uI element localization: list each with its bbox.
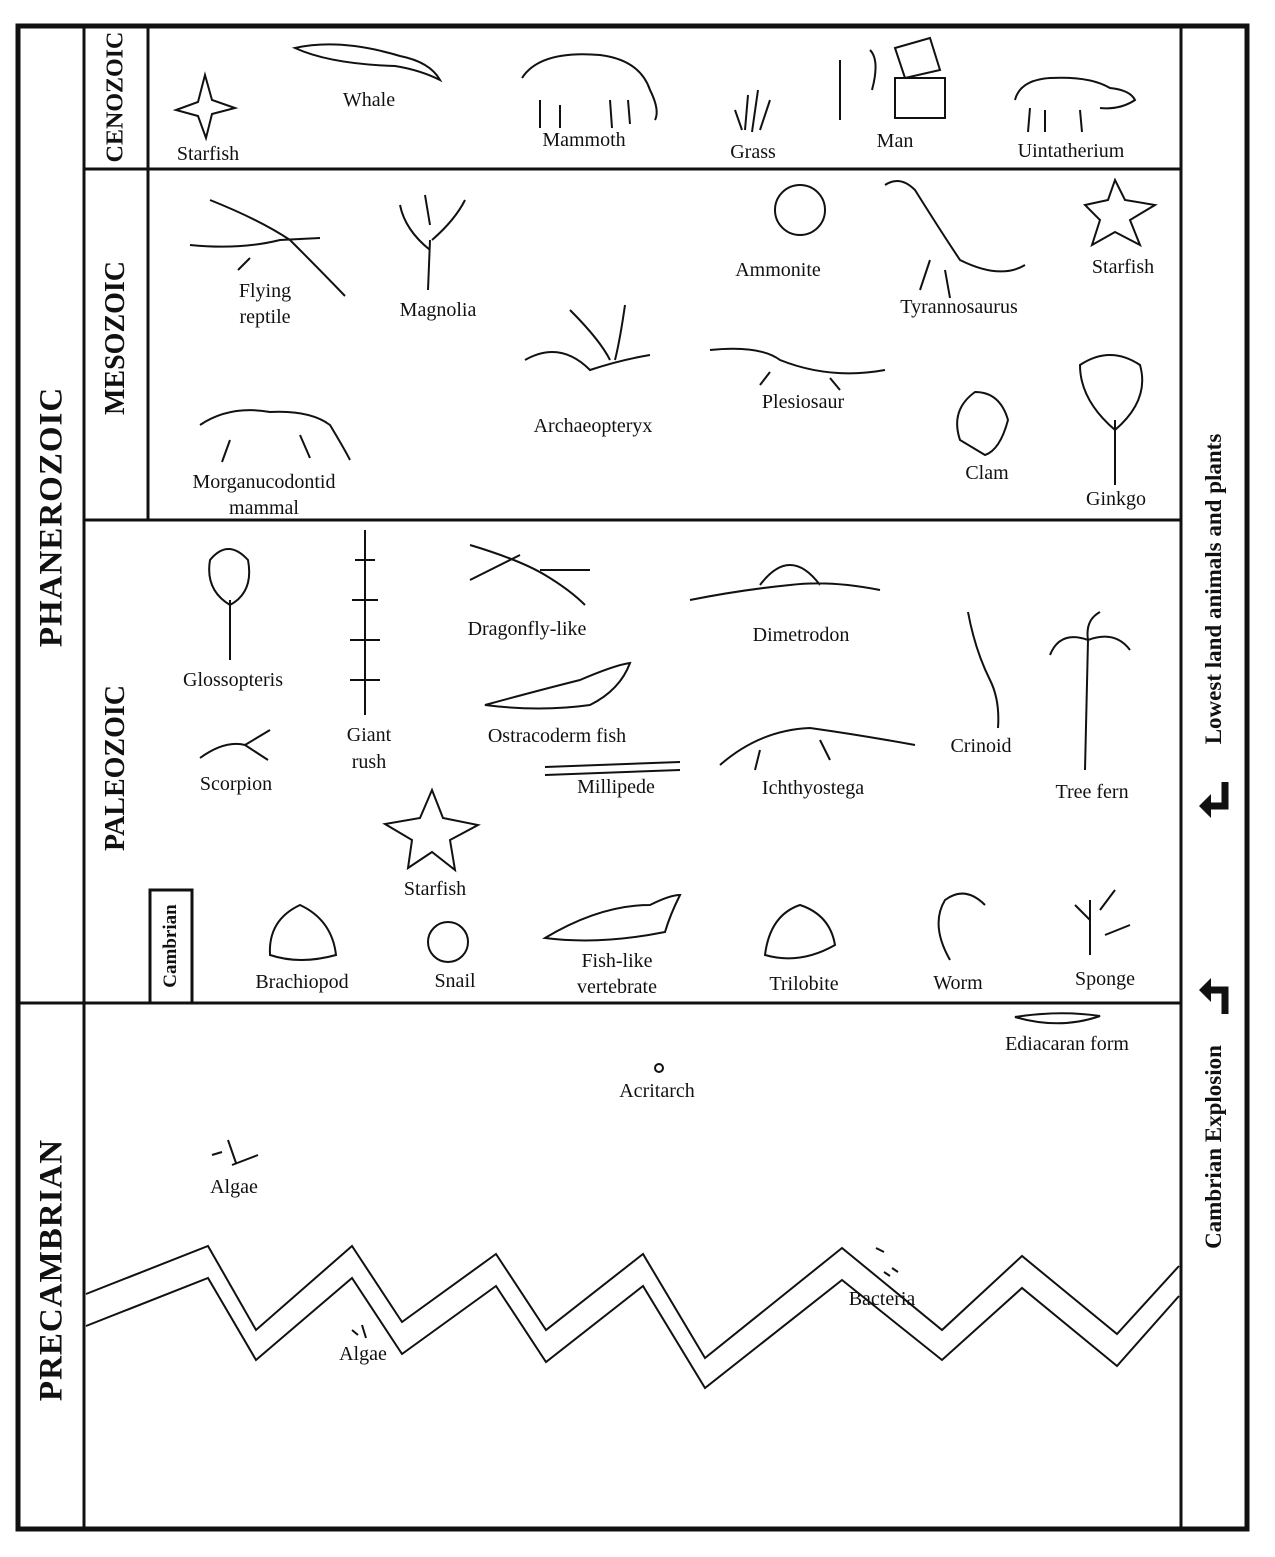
whale-icon — [291, 43, 443, 83]
organism-label: Giant — [346, 724, 392, 746]
zigzag-top — [85, 1244, 1180, 1360]
organism-label: Mammoth — [542, 129, 626, 151]
turn-arrow-icon — [1199, 978, 1229, 1014]
organism-label: mammal — [229, 497, 299, 519]
fish-like-vertebrate-icon — [542, 893, 682, 942]
starfish-icon — [172, 71, 239, 142]
organism-label: Snail — [434, 970, 476, 992]
zigzag-bottom — [85, 1276, 1180, 1390]
acritarch-icon — [654, 1063, 664, 1073]
organism-label: Ammonite — [735, 259, 821, 281]
magnolia-icon — [399, 194, 466, 291]
ediacaran-icon — [1014, 1012, 1101, 1025]
organism-label: Flying — [238, 280, 292, 302]
mammoth-icon — [521, 53, 658, 129]
paleozoic-label: PALEOZOIC — [100, 685, 131, 851]
organism-label: Trilobite — [769, 973, 839, 995]
cenozoic-label: CENOZOIC — [102, 31, 129, 163]
worm-icon — [937, 892, 986, 961]
organism-label: Crinoid — [950, 735, 1012, 757]
uintatherium-icon — [1014, 76, 1137, 133]
tyrannosaurus-icon — [884, 180, 1026, 299]
organism-label: Tyrannosaurus — [900, 296, 1018, 318]
organism-label: Archaeopteryx — [533, 415, 653, 437]
bacteria-icon — [875, 1247, 899, 1277]
organism-label: vertebrate — [577, 976, 657, 998]
organism-label: Ichthyostega — [761, 777, 865, 799]
organism-label: Ediacaran form — [1005, 1033, 1129, 1055]
organism-label: Dimetrodon — [752, 624, 850, 646]
brachiopod-icon — [268, 903, 338, 961]
cambrian-box — [148, 888, 194, 1005]
organism-label: Starfish — [1091, 256, 1155, 278]
dimetrodon-icon — [689, 564, 881, 601]
ammonite-icon — [774, 184, 826, 236]
organism-label: Man — [876, 130, 914, 152]
organism-label: Starfish — [176, 143, 240, 165]
glossopteris-icon — [208, 548, 251, 660]
dragonfly-icon — [469, 544, 590, 606]
organism-label: Dragonfly-like — [467, 618, 587, 640]
starfish-icon — [1082, 177, 1158, 248]
tree-fern-icon — [1049, 611, 1131, 771]
organism-label: Glossopteris — [183, 669, 283, 691]
lowest-land-label: Lowest land animals and plants — [1201, 433, 1226, 745]
cambrian-label: Cambrian — [160, 904, 181, 988]
outer-border — [15, 23, 1250, 1532]
millipede-icon — [544, 761, 681, 776]
trilobite-icon — [763, 903, 837, 960]
clam-icon — [956, 390, 1010, 457]
snail-icon — [427, 921, 469, 963]
organism-label: Magnolia — [399, 299, 477, 321]
organism-label: reptile — [239, 306, 291, 328]
organism-label: Worm — [933, 972, 983, 994]
organism-label: Scorpion — [199, 773, 273, 795]
sponge-icon — [1074, 889, 1131, 955]
organism-label: Starfish — [403, 878, 467, 900]
archaeopteryx-icon — [524, 304, 651, 372]
phanerozoic-label: PHANEROZOIC — [33, 386, 70, 648]
organism-label: Whale — [342, 89, 396, 111]
organism-label: Clam — [965, 462, 1009, 484]
flying-reptile-icon — [189, 199, 346, 297]
organism-label: Brachiopod — [255, 971, 349, 993]
ginkgo-icon — [1078, 354, 1144, 485]
organism-label: Grass — [730, 141, 776, 163]
algae-icon — [351, 1324, 367, 1339]
organism-label: Fish-like — [581, 950, 653, 972]
mesozoic-label: MESOZOIC — [100, 260, 131, 416]
crinoid-icon — [967, 611, 1000, 729]
organism-label: Sponge — [1075, 968, 1135, 990]
turn-arrow-icon — [1199, 782, 1229, 818]
man-icon — [839, 36, 946, 120]
organism-label: rush — [351, 751, 387, 773]
algae-icon — [211, 1139, 259, 1166]
organism-label: Ostracoderm fish — [487, 725, 627, 747]
organism-label: Plesiosaur — [761, 391, 845, 413]
organism-label: Ginkgo — [1086, 488, 1146, 510]
organism-label: Tree fern — [1055, 781, 1129, 803]
ichthyostega-icon — [719, 726, 916, 771]
organism-label: Morganucodontid — [192, 471, 336, 493]
organism-label: Bacteria — [848, 1288, 916, 1310]
scorpion-icon — [199, 729, 271, 761]
organism-label: Algae — [339, 1343, 387, 1365]
ostracoderm-icon — [484, 661, 632, 710]
grass-icon — [734, 89, 771, 133]
morganucodontid-icon — [199, 409, 351, 463]
starfish-icon — [382, 787, 481, 873]
precambrian-label: PRECAMBRIAN — [33, 1138, 70, 1402]
giant-rush-icon — [350, 530, 380, 715]
cambrian-explosion-label: Cambrian Explosion — [1201, 1045, 1226, 1249]
organism-label: Acritarch — [619, 1080, 695, 1102]
organism-label: Millipede — [577, 776, 655, 798]
organism-label: Algae — [210, 1176, 258, 1198]
organism-label: Uintatherium — [1017, 140, 1125, 162]
plesiosaur-icon — [709, 347, 886, 391]
